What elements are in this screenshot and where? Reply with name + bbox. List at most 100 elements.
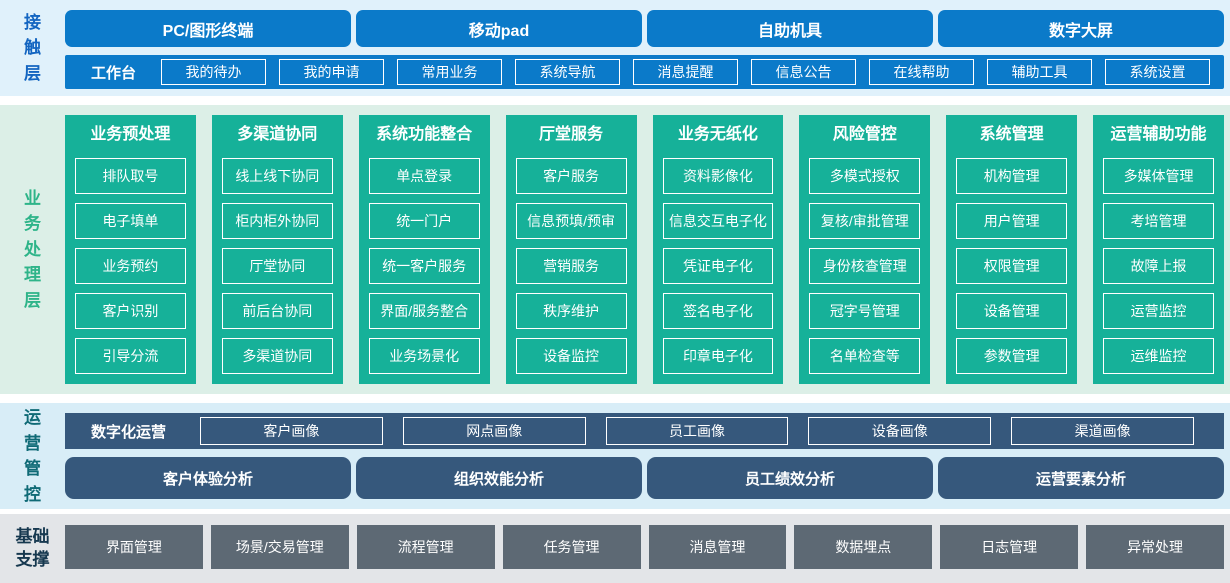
column-item: 统一门户	[368, 203, 480, 239]
foundation-item-data-tracking: 数据埋点	[794, 525, 933, 569]
workbench-item-message-alerts: 消息提醒	[633, 59, 739, 85]
terminal-row: PC/图形终端 移动pad 自助机具 数字大屏	[65, 10, 1224, 47]
column-title: 系统功能整合	[376, 126, 473, 143]
contact-layer-band: 接触层 PC/图形终端 移动pad 自助机具 数字大屏 工作台 我的待办 我的申…	[0, 0, 1230, 96]
contact-layer-content: PC/图形终端 移动pad 自助机具 数字大屏 工作台 我的待办 我的申请 常用…	[65, 0, 1230, 96]
column-item: 考培管理	[1103, 203, 1214, 239]
column-item: 用户管理	[956, 203, 1068, 239]
foundation-item-exception-handling: 异常处理	[1086, 525, 1224, 569]
column-item: 冠字号管理	[809, 293, 921, 329]
business-column-paperless: 业务无纸化 资料影像化 信息交互电子化 凭证电子化 签名电子化 印章电子化	[652, 115, 784, 384]
column-item: 前后台协同	[221, 293, 333, 329]
business-column-system-management: 系统管理 机构管理 用户管理 权限管理 设备管理 参数管理	[946, 115, 1078, 384]
workbench-item-common-business: 常用业务	[397, 59, 503, 85]
column-item: 秩序维护	[515, 293, 627, 329]
column-title: 业务无纸化	[677, 126, 758, 143]
workbench-item-aux-tools: 辅助工具	[987, 59, 1093, 85]
terminal-mobile-pad: 移动pad	[356, 10, 642, 47]
column-item: 线上线下协同	[221, 158, 333, 194]
business-column-ops-auxiliary: 运营辅助功能 多媒体管理 考培管理 故障上报 运营监控 运维监控	[1093, 115, 1224, 384]
column-item: 信息交互电子化	[662, 203, 774, 239]
foundation-layer-band: 基础支撑 界面管理 场景/交易管理 流程管理 任务管理 消息管理 数据埋点 日志…	[0, 514, 1230, 583]
column-item: 多媒体管理	[1103, 158, 1214, 194]
foundation-item-message-management: 消息管理	[648, 525, 787, 569]
column-item: 界面/服务整合	[368, 293, 480, 329]
column-title: 运营辅助功能	[1110, 126, 1207, 143]
column-item: 多模式授权	[809, 158, 921, 194]
workbench-item-announcements: 信息公告	[751, 59, 857, 85]
workbench-item-system-nav: 系统导航	[515, 59, 621, 85]
column-item: 资料影像化	[662, 158, 774, 194]
business-column-risk-control: 风险管控 多模式授权 复核/审批管理 身份核查管理 冠字号管理 名单检查等	[799, 115, 931, 384]
foundation-layer-label-text: 基础支撑	[15, 526, 50, 569]
column-item: 复核/审批管理	[809, 203, 921, 239]
column-item: 电子填单	[75, 203, 186, 239]
ops-item-branch-portrait: 网点画像	[402, 417, 586, 445]
column-title: 风险管控	[832, 126, 897, 143]
business-layer-label-text: 业务处理层	[24, 188, 41, 310]
column-title: 业务预处理	[90, 126, 171, 143]
terminal-digital-screen: 数字大屏	[938, 10, 1224, 47]
foundation-item-process-management: 流程管理	[356, 525, 495, 569]
analysis-customer-experience: 客户体验分析	[65, 457, 351, 499]
workbench-item-applications: 我的申请	[279, 59, 385, 85]
column-title: 系统管理	[979, 126, 1044, 143]
column-item: 设备监控	[515, 338, 627, 374]
workbench-item-online-help: 在线帮助	[869, 59, 975, 85]
analysis-ops-elements: 运营要素分析	[938, 457, 1224, 499]
column-item: 签名电子化	[662, 293, 774, 329]
column-item: 客户识别	[75, 293, 186, 329]
operations-layer-label-text: 运营管控	[24, 408, 41, 504]
business-layer-label: 业务处理层	[0, 105, 65, 394]
workbench-item-system-settings: 系统设置	[1105, 59, 1211, 85]
column-item: 运维监控	[1103, 338, 1214, 374]
column-item: 身份核查管理	[809, 248, 921, 284]
column-item: 业务场景化	[368, 338, 480, 374]
column-item: 运营监控	[1103, 293, 1214, 329]
column-item: 凭证电子化	[662, 248, 774, 284]
foundation-layer-label: 基础支撑	[0, 514, 65, 583]
column-item: 厅堂协同	[221, 248, 333, 284]
column-item: 名单检查等	[809, 338, 921, 374]
column-item: 客户服务	[515, 158, 627, 194]
foundation-item-log-management: 日志管理	[940, 525, 1079, 569]
column-item: 单点登录	[368, 158, 480, 194]
terminal-self-service: 自助机具	[647, 10, 933, 47]
column-item: 统一客户服务	[368, 248, 480, 284]
foundation-item-ui-management: 界面管理	[65, 525, 203, 569]
column-item: 设备管理	[956, 293, 1068, 329]
column-item: 引导分流	[75, 338, 186, 374]
business-column-hall-service: 厅堂服务 客户服务 信息预填/预审 营销服务 秩序维护 设备监控	[505, 115, 637, 384]
foundation-item-scene-transaction: 场景/交易管理	[210, 525, 349, 569]
operations-layer-band: 运营管控 数字化运营 客户画像 网点画像 员工画像 设备画像 渠道画像 客户体验…	[0, 403, 1230, 509]
column-item: 参数管理	[956, 338, 1068, 374]
ops-item-channel-portrait: 渠道画像	[1011, 417, 1194, 445]
workbench-item-todo: 我的待办	[161, 59, 267, 85]
column-title: 厅堂服务	[539, 126, 604, 143]
contact-layer-label: 接触层	[0, 0, 65, 96]
column-item: 营销服务	[515, 248, 627, 284]
business-layer-band: 业务处理层 业务预处理 排队取号 电子填单 业务预约 客户识别 引导分流 多渠道…	[0, 105, 1230, 394]
foundation-layer-content: 界面管理 场景/交易管理 流程管理 任务管理 消息管理 数据埋点 日志管理 异常…	[65, 514, 1230, 583]
workbench-bar: 工作台 我的待办 我的申请 常用业务 系统导航 消息提醒 信息公告 在线帮助 辅…	[65, 55, 1224, 89]
ops-item-employee-portrait: 员工画像	[605, 417, 789, 445]
analysis-row: 客户体验分析 组织效能分析 员工绩效分析 运营要素分析	[65, 457, 1224, 499]
column-item: 柜内柜外协同	[221, 203, 333, 239]
column-item: 多渠道协同	[221, 338, 333, 374]
business-column-multichannel: 多渠道协同 线上线下协同 柜内柜外协同 厅堂协同 前后台协同 多渠道协同	[211, 115, 343, 384]
digital-ops-bar: 数字化运营 客户画像 网点画像 员工画像 设备画像 渠道画像	[65, 413, 1224, 449]
digital-ops-label: 数字化运营	[91, 423, 167, 441]
column-item: 机构管理	[956, 158, 1068, 194]
ops-item-device-portrait: 设备画像	[808, 417, 992, 445]
column-item: 排队取号	[75, 158, 186, 194]
analysis-org-efficiency: 组织效能分析	[356, 457, 642, 499]
foundation-row: 界面管理 场景/交易管理 流程管理 任务管理 消息管理 数据埋点 日志管理 异常…	[65, 525, 1224, 569]
business-columns: 业务预处理 排队取号 电子填单 业务预约 客户识别 引导分流 多渠道协同 线上线…	[65, 105, 1224, 384]
terminal-pc: PC/图形终端	[65, 10, 351, 47]
business-column-preprocessing: 业务预处理 排队取号 电子填单 业务预约 客户识别 引导分流	[65, 115, 196, 384]
operations-layer-label: 运营管控	[0, 403, 65, 509]
operations-layer-content: 数字化运营 客户画像 网点画像 员工画像 设备画像 渠道画像 客户体验分析 组织…	[65, 403, 1230, 509]
foundation-item-task-management: 任务管理	[502, 525, 641, 569]
column-item: 信息预填/预审	[515, 203, 627, 239]
